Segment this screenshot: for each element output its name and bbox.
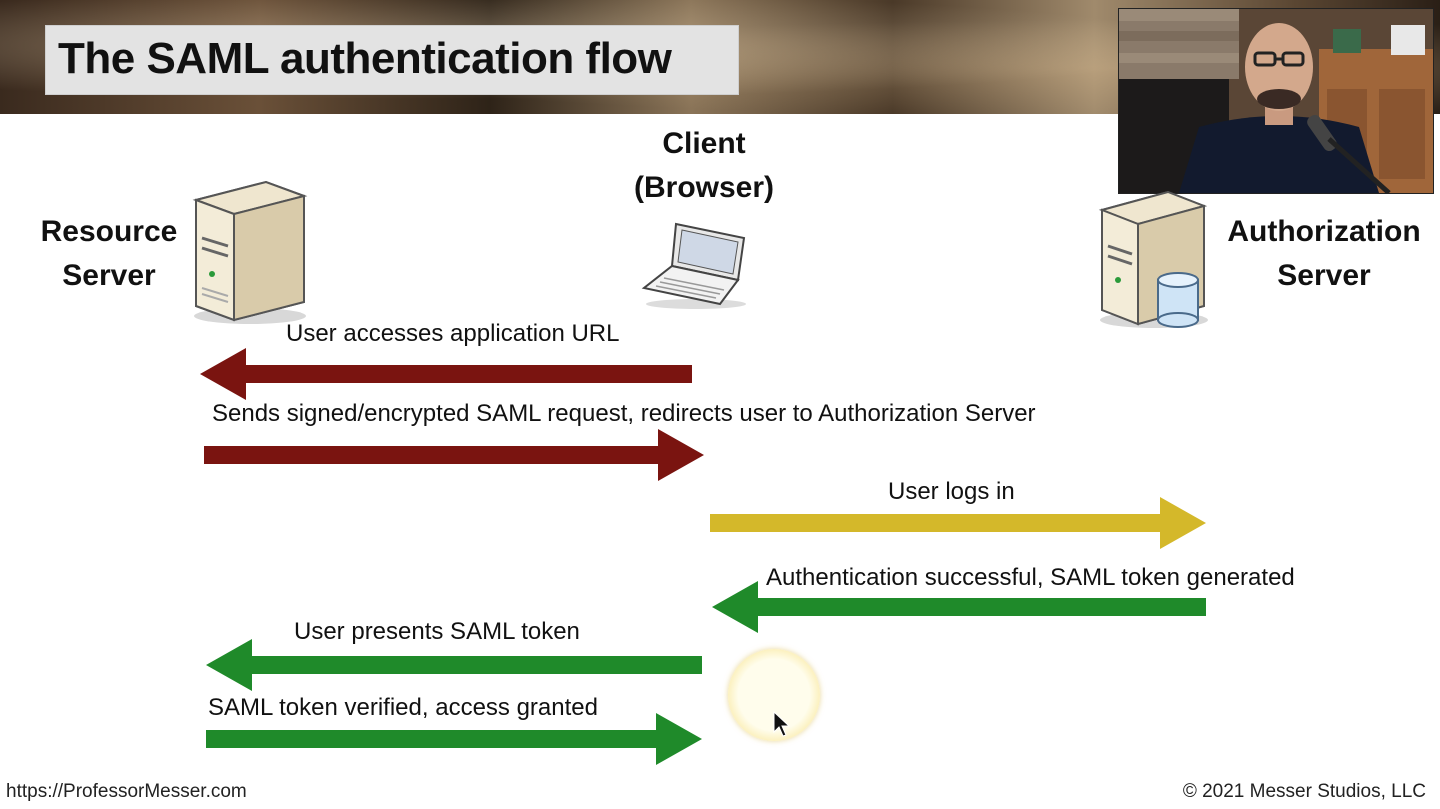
resource-server-label-line1: Resource	[40, 215, 178, 248]
server-icon	[192, 180, 308, 324]
flow-arrow-4	[712, 581, 1206, 633]
flow-arrow-6	[206, 713, 702, 765]
mouse-cursor-icon	[773, 710, 790, 737]
footer-copyright: © 2021 Messer Studios, LLC	[1182, 781, 1426, 802]
client-label-line1: Client	[662, 127, 746, 160]
database-server-icon	[1098, 190, 1208, 328]
message-label-2: Sends signed/encrypted SAML request, red…	[212, 400, 1036, 427]
flow-arrow-2	[204, 429, 704, 481]
authorization-server-label: Authorization Server	[1214, 210, 1434, 298]
presenter-webcam-image	[1119, 9, 1433, 193]
laptop-icon	[641, 222, 746, 309]
footer-url[interactable]: https://ProfessorMesser.com	[6, 781, 247, 802]
presenter-webcam	[1118, 8, 1434, 194]
slide-title: The SAML authentication flow	[58, 34, 672, 83]
flow-arrow-3	[710, 497, 1206, 549]
message-label-5: User presents SAML token	[294, 618, 580, 645]
message-label-4: Authentication successful, SAML token ge…	[766, 564, 1295, 591]
authorization-server-label-line1: Authorization	[1227, 215, 1421, 248]
title-box: The SAML authentication flow	[46, 26, 738, 94]
authorization-server-label-line2: Server	[1277, 259, 1371, 292]
resource-server-label: Resource Server	[36, 210, 182, 298]
flow-arrow-1	[200, 348, 692, 400]
resource-server-label-line2: Server	[62, 259, 156, 292]
flow-arrow-5	[206, 639, 702, 691]
message-label-3: User logs in	[888, 478, 1015, 505]
client-label-line2: (Browser)	[633, 171, 775, 204]
client-label: Client (Browser)	[620, 122, 788, 210]
message-label-1: User accesses application URL	[286, 320, 620, 347]
message-label-6: SAML token verified, access granted	[208, 694, 598, 721]
